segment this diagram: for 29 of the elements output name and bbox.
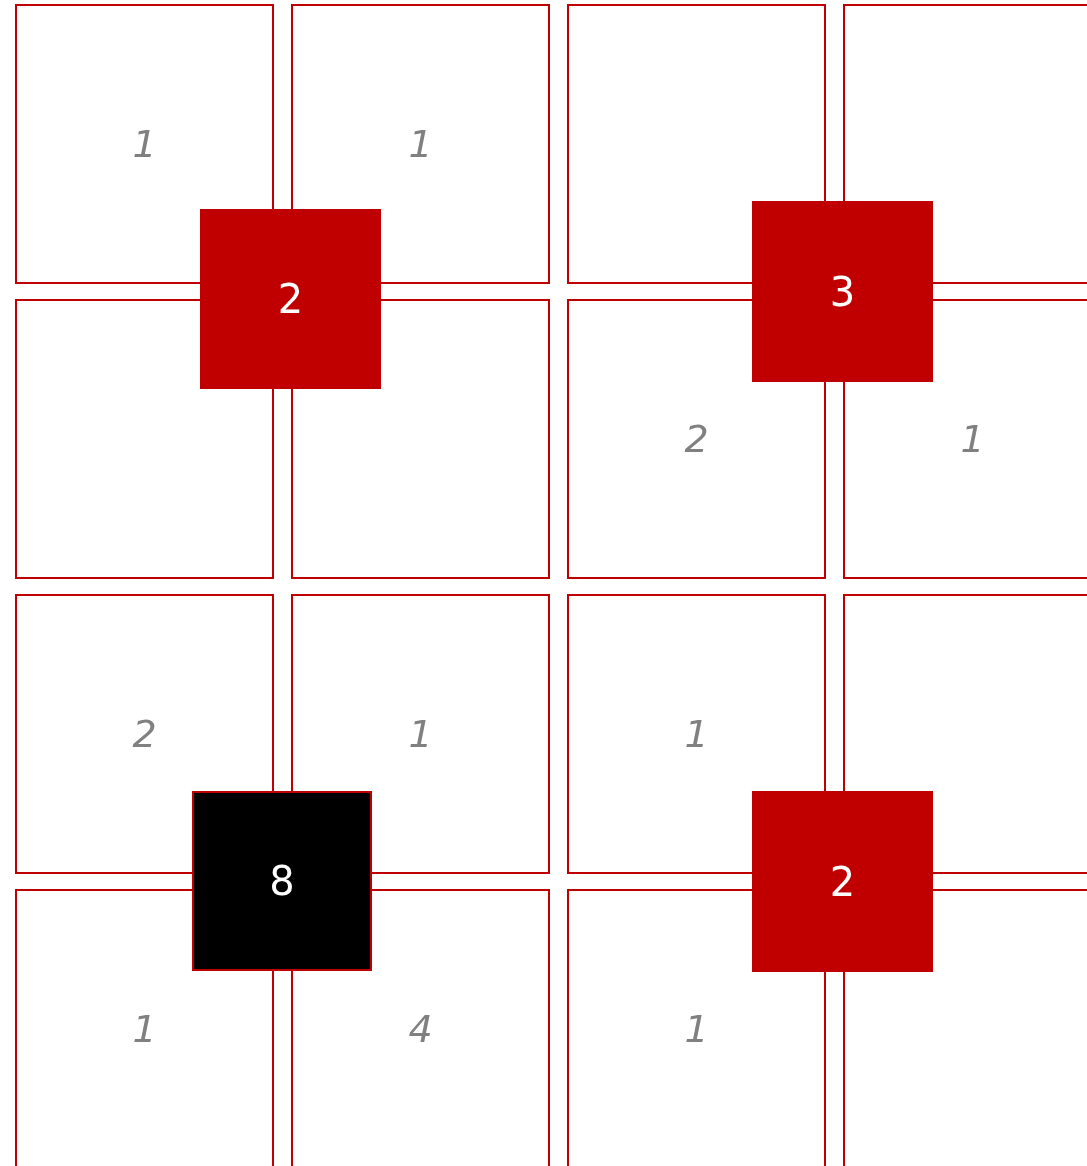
count-square — [752, 201, 933, 382]
count-number: 3 — [829, 271, 856, 312]
cell-number: 1 — [684, 715, 709, 753]
grid-cell — [291, 4, 550, 284]
grid-cell — [291, 889, 550, 1166]
grid-cell — [567, 594, 826, 874]
cell-number: 1 — [132, 1010, 157, 1048]
grid-cell — [15, 299, 274, 579]
cell-number: 1 — [960, 420, 985, 458]
grid-cell — [567, 299, 826, 579]
cell-number: 1 — [684, 1010, 709, 1048]
grid-cell — [15, 4, 274, 284]
cell-number: 1 — [408, 125, 433, 163]
count-number: 2 — [829, 861, 856, 902]
cell-number: 2 — [132, 715, 157, 753]
count-square — [200, 209, 381, 389]
count-number: 8 — [269, 861, 295, 901]
grid-cell — [567, 889, 826, 1166]
cell-number: 1 — [408, 715, 433, 753]
count-number: 2 — [277, 279, 304, 319]
count-square — [192, 791, 372, 971]
count-square — [752, 791, 933, 972]
cell-number: 2 — [684, 420, 709, 458]
grid-cell — [567, 4, 826, 284]
cell-number: 1 — [132, 125, 157, 163]
grid-cell — [15, 889, 274, 1166]
cell-number: 4 — [408, 1010, 433, 1048]
grid-cell — [15, 594, 274, 874]
grid-cell — [291, 594, 550, 874]
